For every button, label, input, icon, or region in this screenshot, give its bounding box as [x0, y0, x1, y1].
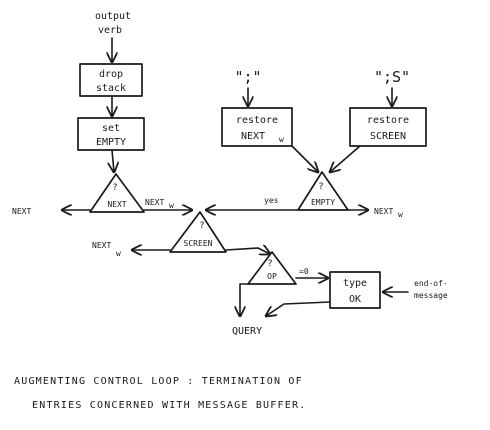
restore-next-line1: restore [236, 115, 278, 126]
input-semicolon-s: ";S" [374, 68, 410, 86]
entry-output-verb: output verb [95, 11, 131, 36]
input-semicolon-quote: ";" [234, 68, 261, 86]
arrow-op-to-query [240, 283, 249, 316]
type-ok-line1: type [343, 278, 367, 289]
decision-screen-triangle [169, 211, 227, 253]
output-verb-line1: output [95, 11, 131, 22]
decision-next-label: NEXT [107, 200, 126, 209]
restore-screen-line1: restore [367, 115, 409, 126]
exit-next-w-mid: NEXT [92, 241, 111, 250]
type-ok-box [329, 271, 381, 309]
decision-empty: ? EMPTY [297, 171, 349, 211]
box-set-empty: set EMPTY [77, 117, 145, 151]
decision-op-label: OP [267, 272, 277, 281]
arrow-restore-screen-to-empty [330, 145, 361, 172]
end-of-message-line1: end-of- [414, 279, 448, 288]
exit-next-w-right: NEXT [374, 207, 393, 216]
decision-next-w-label: NEXT [145, 198, 164, 207]
arrow-restore-next-to-empty [291, 145, 318, 172]
caption-line1: AUGMENTING CONTROL LOOP : TERMINATION OF [14, 376, 303, 387]
set-empty-box [77, 117, 145, 151]
restore-next-box [221, 107, 293, 147]
decision-empty-triangle [297, 171, 349, 211]
caption-line2: ENTRIES CONCERNED WITH MESSAGE BUFFER. [32, 400, 306, 411]
decision-yes-label: yes [264, 196, 279, 205]
drop-stack-line1: drop [99, 69, 123, 80]
decision-op-triangle [247, 251, 297, 285]
restore-next-line2: NEXT [241, 131, 265, 142]
box-drop-stack: drop stack [79, 63, 143, 97]
decision-next-question: ? [112, 183, 117, 193]
exit-next-w-mid-sub: w [116, 249, 121, 258]
restore-screen-line2: SCREEN [370, 131, 406, 142]
output-verb-line2: verb [98, 25, 122, 36]
set-empty-line1: set [102, 123, 120, 134]
decision-empty-question: ? [318, 182, 323, 192]
decision-next: ? NEXT [89, 173, 145, 213]
exit-next-left: NEXT [12, 207, 31, 216]
set-empty-line2: EMPTY [96, 137, 126, 148]
decision-op-zero-label: =0 [299, 267, 309, 276]
decision-empty-label: EMPTY [311, 198, 335, 207]
decision-screen: ? SCREEN [169, 211, 227, 253]
decision-next-w-sub: w [169, 201, 174, 210]
arrow-set-to-decision-next [112, 149, 114, 172]
box-restore-screen: restore SCREEN [349, 107, 427, 147]
arrow-screen-to-op [225, 248, 270, 254]
end-of-message-line2: message [414, 291, 448, 300]
drop-stack-box [79, 63, 143, 97]
decision-next-triangle [89, 173, 145, 213]
arrow-type-ok-to-query [266, 301, 331, 316]
exit-query: QUERY [232, 326, 262, 337]
box-restore-next: restore NEXT w [221, 107, 293, 147]
decision-op-question: ? [267, 259, 272, 269]
decision-op: ? OP [247, 251, 297, 285]
decision-screen-label: SCREEN [184, 239, 213, 248]
restore-next-sub: w [279, 135, 284, 144]
exit-next-w-right-sub: w [398, 210, 403, 219]
box-type-ok: type OK [329, 271, 381, 309]
drop-stack-line2: stack [96, 83, 126, 94]
type-ok-line2: OK [349, 294, 361, 305]
decision-screen-question: ? [199, 221, 204, 231]
restore-screen-box [349, 107, 427, 147]
